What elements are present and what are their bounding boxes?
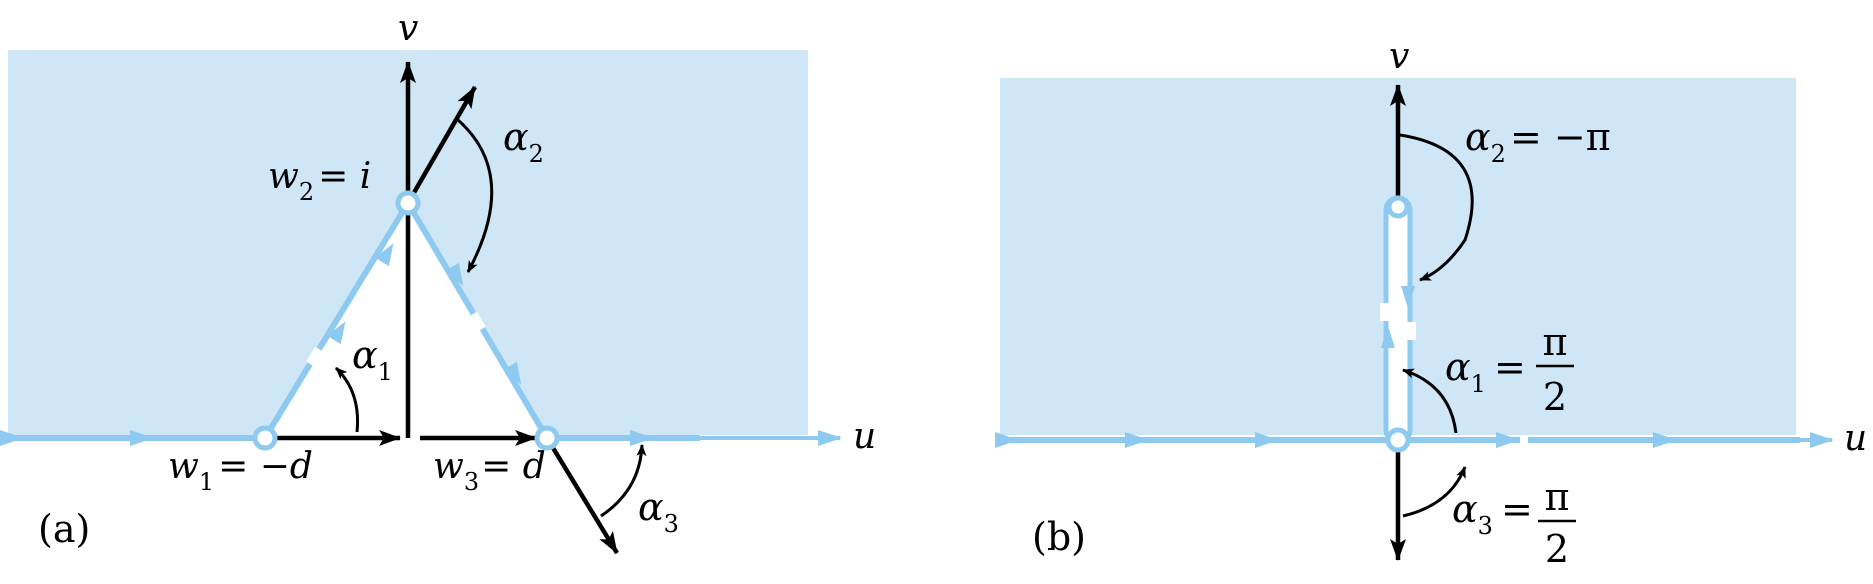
flow-arrow-icon	[375, 243, 394, 267]
label-alpha3-b: α3=	[1452, 487, 1533, 540]
vertex-w2	[395, 190, 421, 216]
flow-arrow-icon	[1810, 432, 1834, 448]
flow-arrow-icon	[1381, 326, 1395, 348]
slit-gap	[1404, 322, 1416, 340]
flow-arrow-icon	[130, 430, 154, 446]
slit-gap	[1380, 303, 1392, 321]
flow-arrow-icon	[818, 430, 842, 446]
axis-label-v-a: v	[398, 8, 418, 49]
flow-arrow-icon	[1255, 432, 1279, 448]
flow-arrow-icon	[1653, 432, 1677, 448]
caption-a: (a)	[38, 507, 90, 551]
flow-arrow-icon	[445, 262, 464, 286]
fraction-num-alpha3-b: π	[1545, 475, 1570, 519]
panel-a: v u (a) w2= i w1= −d w3= d α1 α2 α3	[0, 8, 876, 555]
label-alpha2: α2	[503, 115, 544, 168]
flow-gap	[306, 346, 323, 367]
direction-arrow-w2	[406, 85, 477, 205]
angle-arc-alpha2	[457, 118, 494, 273]
fraction-den-alpha1-b: 2	[1543, 375, 1567, 419]
axis-label-u-b: u	[1844, 418, 1867, 459]
panel-b: v u (b) α2= −π α1= π 2 α3= π 2	[995, 36, 1867, 571]
axis-label-u-a: u	[853, 416, 876, 457]
flow-arrow-icon	[503, 361, 522, 385]
flow-gap	[469, 311, 486, 332]
flow-arrow-icon	[995, 432, 1019, 448]
vertex-bottom-b	[1385, 427, 1411, 453]
angle-arc-alpha3	[600, 444, 647, 518]
label-w3: w3= d	[433, 446, 546, 496]
label-alpha1: α1	[352, 333, 393, 386]
caption-b: (b)	[1032, 515, 1086, 559]
label-alpha1-b: α1=	[1445, 345, 1526, 398]
vertex-top-b	[1386, 195, 1410, 219]
fraction-den-alpha3-b: 2	[1545, 527, 1569, 571]
vertex-w1	[252, 425, 278, 451]
direction-arrow-w3	[545, 436, 619, 555]
angle-arc-alpha3-b	[1402, 466, 1467, 518]
flow-arrow-icon	[630, 430, 654, 446]
flow-arrow-icon	[1401, 286, 1415, 308]
label-w1: w1= −d	[168, 446, 313, 496]
label-alpha3: α3	[638, 485, 679, 538]
fraction-num-alpha1-b: π	[1543, 320, 1568, 364]
flow-arrow-icon	[1125, 432, 1149, 448]
axis-label-v-b: v	[1389, 36, 1409, 77]
left-side-boundary	[262, 201, 411, 440]
flow-arrow-icon	[0, 430, 24, 446]
label-alpha2-b: α2= −π	[1465, 115, 1611, 168]
vertex-w3	[534, 425, 560, 451]
flow-arrow-icon	[1496, 432, 1520, 448]
angle-arc-alpha1	[334, 366, 360, 433]
flow-arrow-icon	[327, 321, 346, 345]
angle-arc-alpha2-b	[1399, 133, 1474, 282]
label-w2: w2= i	[268, 156, 371, 206]
angle-arc-alpha1-b	[1402, 368, 1458, 434]
